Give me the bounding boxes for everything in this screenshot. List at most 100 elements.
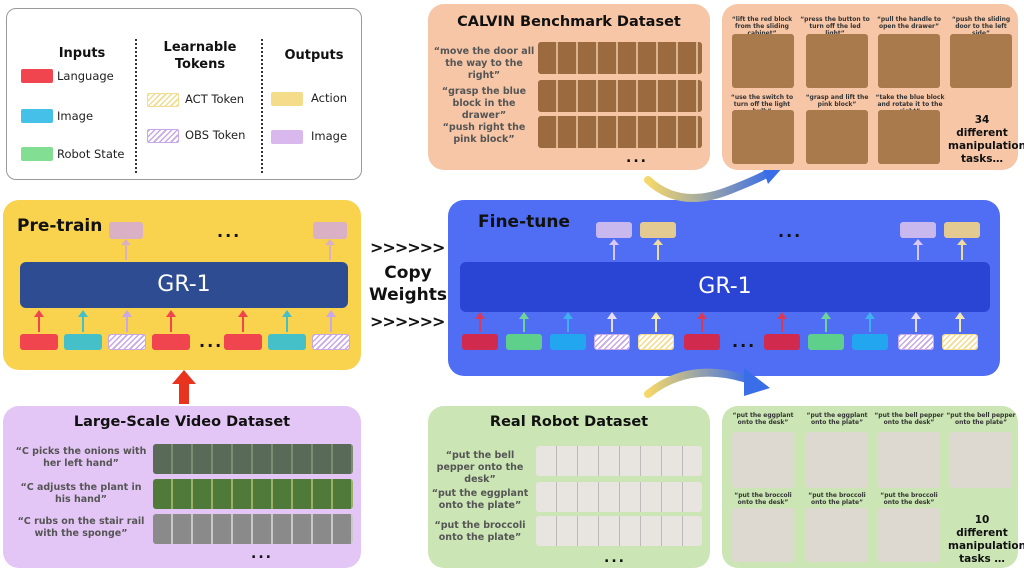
real-task-image [878, 508, 940, 562]
language-token [462, 334, 498, 350]
legend-divider [261, 39, 263, 173]
real-task-caption: “put the broccoli onto the plate” [808, 492, 866, 506]
finetune-panel: Fine-tune ... GR-1 ... [448, 200, 1000, 376]
copy-line1: Copy [384, 263, 432, 283]
real-task-caption: “put the bell pepper onto the desk” [874, 412, 944, 426]
legend-action-label: Action [311, 91, 348, 105]
calvin-caption: “grasp the blue block in the drawer” [441, 86, 527, 121]
real-frame-strip [536, 446, 702, 476]
obs-token [898, 334, 934, 350]
finetune-dots-bottom: ... [732, 332, 757, 351]
calvin-task-caption: “push the sliding door to the left side” [951, 16, 1011, 37]
pretrain-data-arrow [172, 370, 196, 404]
calvin-task-image [732, 110, 794, 164]
real-task-image [950, 432, 1012, 488]
language-swatch [21, 69, 53, 83]
finetune-input-arrows [475, 312, 965, 332]
real-caption: “put the broccoli onto the plate” [434, 520, 526, 543]
image-token [268, 334, 306, 350]
finetune-title: Fine-tune [478, 212, 570, 232]
obs-token [594, 334, 630, 350]
legend-box: Inputs Language Image Robot State Learna… [6, 8, 362, 180]
calvin-task-image [806, 34, 868, 88]
video-caption: “C adjusts the plant in his hand” [20, 482, 142, 505]
real-robot-dataset-panel: Real Robot Dataset “put the bell pepper … [428, 406, 710, 568]
calvin-dataset-title: CALVIN Benchmark Dataset [457, 14, 681, 30]
calvin-task-image [806, 110, 868, 164]
copy-line2: Weights [368, 285, 448, 305]
legend-divider [135, 39, 137, 173]
real-caption: “put the bell pepper onto the desk” [436, 450, 524, 485]
calvin-task-image [878, 110, 940, 164]
real-task-caption: “put the broccoli onto the desk” [880, 492, 938, 506]
video-dataset-panel: Large-Scale Video Dataset “C picks the o… [3, 406, 361, 568]
act-token-swatch [147, 93, 179, 107]
calvin-task-caption: “press the button to turn off the led li… [800, 16, 870, 37]
video-frame-strip [153, 514, 353, 544]
calvin-task-image [878, 34, 940, 88]
real-task-caption: “put the eggplant onto the plate” [806, 412, 868, 426]
legend-act-label: ACT Token [185, 92, 245, 106]
output-token [640, 222, 676, 238]
legend-learnable-heading: Learnable Tokens [163, 40, 237, 72]
image-token [64, 334, 102, 350]
calvin-frame-strip [538, 116, 702, 148]
legend-robot-state-label: Robot State [57, 147, 125, 161]
real-task-image [806, 508, 868, 562]
act-token [942, 334, 978, 350]
real-robot-dataset-title: Real Robot Dataset [489, 414, 649, 430]
image-input-swatch [21, 109, 53, 123]
obs-token [108, 334, 146, 350]
finetune-output-arrows [609, 239, 967, 260]
action-swatch [271, 92, 303, 106]
image-token [550, 334, 586, 350]
pretrain-dots-bottom: ... [199, 332, 224, 351]
output-token [944, 222, 980, 238]
language-token [764, 334, 800, 350]
calvin-task-caption: “pull the handle to open the drawer” [876, 16, 942, 30]
calvin-task-caption: “grasp and lift the pink block” [805, 94, 869, 108]
video-dots: ... [251, 546, 273, 562]
legend-inputs-heading: Inputs [58, 46, 106, 61]
real-task-image [878, 432, 940, 488]
real-dots: ... [604, 550, 626, 566]
real-task-caption: “put the eggplant onto the desk” [732, 412, 794, 426]
pretrain-gr1-model: GR-1 [20, 262, 348, 308]
finetune-gr1-model: GR-1 [460, 262, 990, 312]
robot-state-token [506, 334, 542, 350]
legend-language-label: Language [57, 69, 114, 83]
language-token [224, 334, 262, 350]
obs-token [312, 334, 350, 350]
video-caption: “C rubs on the stair rail with the spong… [17, 516, 145, 539]
calvin-frame-strip [538, 42, 702, 74]
legend-obs-label: OBS Token [185, 128, 246, 142]
real-task-image [732, 508, 794, 562]
real-frame-strip [536, 482, 702, 512]
video-dataset-title: Large-Scale Video Dataset [73, 414, 291, 430]
language-token [152, 334, 190, 350]
video-frame-strip [153, 444, 353, 474]
calvin-caption: “move the door all the way to the right” [433, 46, 535, 81]
calvin-task-image [732, 34, 794, 88]
language-token [20, 334, 58, 350]
copy-arrows-bottom: >>>>>> [370, 312, 445, 331]
video-caption: “C picks the onions with her left hand” [15, 446, 147, 469]
output-token [109, 222, 143, 239]
language-token [684, 334, 720, 350]
pretrain-input-arrows [34, 310, 336, 332]
pretrain-dots-top: ... [217, 222, 242, 241]
real-finetune-arrow [644, 368, 770, 398]
pretrain-panel: Pre-train ... GR-1 ... [3, 200, 361, 370]
output-token [596, 222, 632, 238]
output-token [313, 222, 347, 239]
image-output-swatch [271, 130, 303, 144]
real-task-image [806, 432, 868, 488]
calvin-dots: ... [626, 150, 648, 166]
calvin-task-image [950, 34, 1012, 88]
calvin-task-caption: “lift the red block from the sliding cab… [731, 16, 793, 37]
act-token [638, 334, 674, 350]
real-task-caption: “put the bell pepper onto the plate” [946, 412, 1016, 426]
calvin-tasks-panel: “lift the red block from the sliding cab… [722, 4, 1024, 170]
calvin-dataset-panel: CALVIN Benchmark Dataset “move the door … [428, 4, 710, 170]
pretrain-output-arrows [121, 239, 335, 260]
